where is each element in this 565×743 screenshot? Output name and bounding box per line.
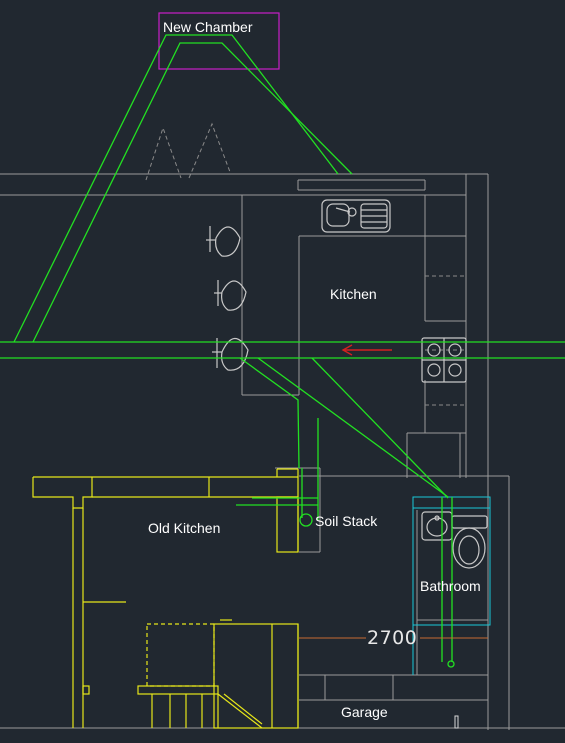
- new-chamber-box: [158, 12, 280, 70]
- bathroom-label: Bathroom: [420, 578, 481, 594]
- kitchen-label: Kitchen: [330, 286, 377, 302]
- sink-icon: [321, 199, 391, 233]
- old-kitchen-label: Old Kitchen: [148, 520, 221, 536]
- flow-arrow-icon: [341, 344, 392, 356]
- new-chamber-label: New Chamber: [163, 19, 253, 35]
- kitchen-units: [145, 122, 466, 406]
- hob-icon: [421, 337, 467, 383]
- drain-runs: [0, 34, 565, 668]
- garage-label: Garage: [341, 704, 388, 720]
- garage-marker: [454, 715, 459, 729]
- chair-icon: [206, 226, 249, 371]
- old-kitchen-structure: [32, 468, 299, 729]
- dimension-value: 2700: [367, 627, 418, 649]
- old-kitchen-cupboard: [146, 623, 215, 687]
- soil-stack-label: Soil Stack: [315, 513, 378, 529]
